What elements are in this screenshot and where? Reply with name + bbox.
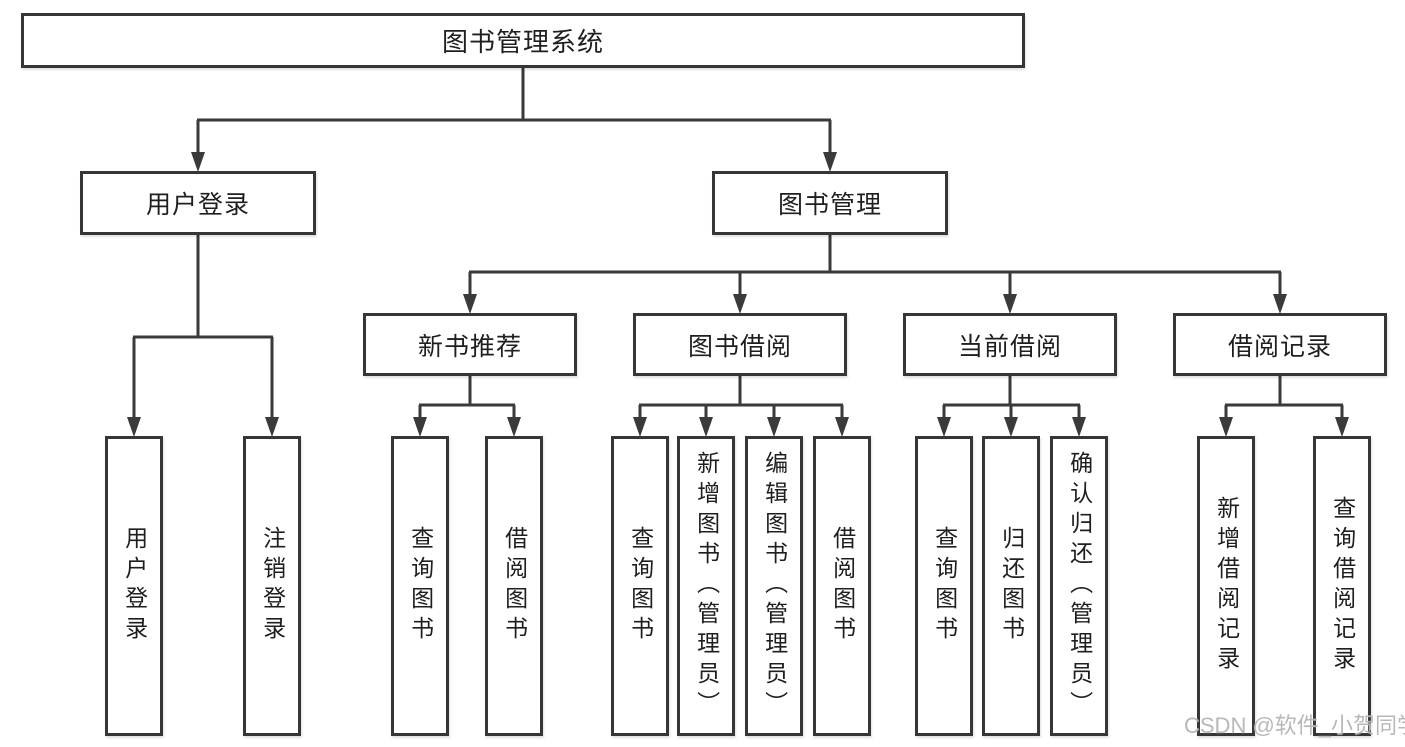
connector-current-borrow-group: [942, 376, 1081, 420]
arrowhead: [699, 417, 713, 437]
leaf-add-borrow-record: 新增借阅记录: [1197, 436, 1255, 736]
connector-new-book-group: [418, 376, 516, 420]
leaf-query-books-current: 查询图书: [915, 436, 973, 736]
leaf-edit-books-admin: 编辑图书（管理员）: [745, 436, 803, 736]
leaf-label: 注销登录: [259, 526, 286, 646]
leaf-query-books-borrow: 查询图书: [611, 436, 669, 736]
arrowhead: [1004, 417, 1018, 437]
leaf-label: 借阅图书: [501, 526, 528, 646]
leaf-return-books: 归还图书: [982, 436, 1040, 736]
leaf-borrow-books: 借阅图书: [813, 436, 871, 736]
leaf-label: 查询图书: [627, 526, 654, 646]
leaf-confirm-return-admin: 确认归还（管理员）: [1050, 436, 1108, 736]
leaf-label: 确认归还（管理员）: [1066, 451, 1093, 721]
leaf-add-books-admin: 新增图书（管理员）: [677, 436, 735, 736]
node-current-borrow: 当前借阅: [903, 313, 1117, 376]
arrowhead: [265, 417, 279, 437]
arrowhead: [413, 417, 427, 437]
arrowhead: [463, 294, 477, 314]
node-new-book-recommend: 新书推荐: [363, 313, 577, 376]
leaf-label: 新增借阅记录: [1213, 496, 1240, 676]
arrowhead: [1219, 417, 1233, 437]
leaf-label: 查询图书: [407, 526, 434, 646]
node-library-management-system: 图书管理系统: [21, 13, 1025, 68]
arrowhead: [507, 417, 521, 437]
connector-root-to-level2: [196, 68, 832, 154]
leaf-label: 借阅图书: [829, 526, 856, 646]
node-borrow-records: 借阅记录: [1173, 313, 1387, 376]
arrowhead: [767, 417, 781, 437]
arrowhead: [1273, 294, 1287, 314]
leaf-label: 归还图书: [998, 526, 1025, 646]
node-user-login: 用户登录: [80, 171, 316, 235]
connector-borrow-records-group: [1224, 376, 1344, 420]
leaf-label: 编辑图书（管理员）: [761, 451, 788, 721]
connector-book-borrow-group: [638, 376, 844, 420]
leaf-borrow-books-recommend: 借阅图书: [485, 436, 543, 736]
leaf-label: 查询图书: [931, 526, 958, 646]
arrowhead: [733, 294, 747, 314]
arrowhead: [1335, 417, 1349, 437]
leaf-query-books-recommend: 查询图书: [391, 436, 449, 736]
leaf-logout-login: 注销登录: [243, 436, 301, 736]
leaf-user-login: 用户登录: [105, 436, 163, 736]
arrowhead: [1003, 294, 1017, 314]
arrowhead: [823, 152, 837, 172]
connector-book-mgmt-to-level3: [468, 235, 1282, 297]
connector-user-login-group: [132, 235, 274, 420]
node-book-management: 图书管理: [712, 171, 948, 235]
leaf-label: 用户登录: [121, 526, 148, 646]
csdn-watermark: CSDN @软件_小贺同学: [1184, 713, 1405, 738]
arrowhead: [835, 417, 849, 437]
arrowhead: [127, 417, 141, 437]
leaf-label: 新增图书（管理员）: [693, 451, 720, 721]
arrowhead: [1072, 417, 1086, 437]
arrowhead: [191, 152, 205, 172]
leaf-label: 查询借阅记录: [1329, 496, 1356, 676]
leaf-query-borrow-record: 查询借阅记录: [1313, 436, 1371, 736]
node-book-borrow: 图书借阅: [633, 313, 847, 376]
arrowhead: [633, 417, 647, 437]
arrowhead: [937, 417, 951, 437]
